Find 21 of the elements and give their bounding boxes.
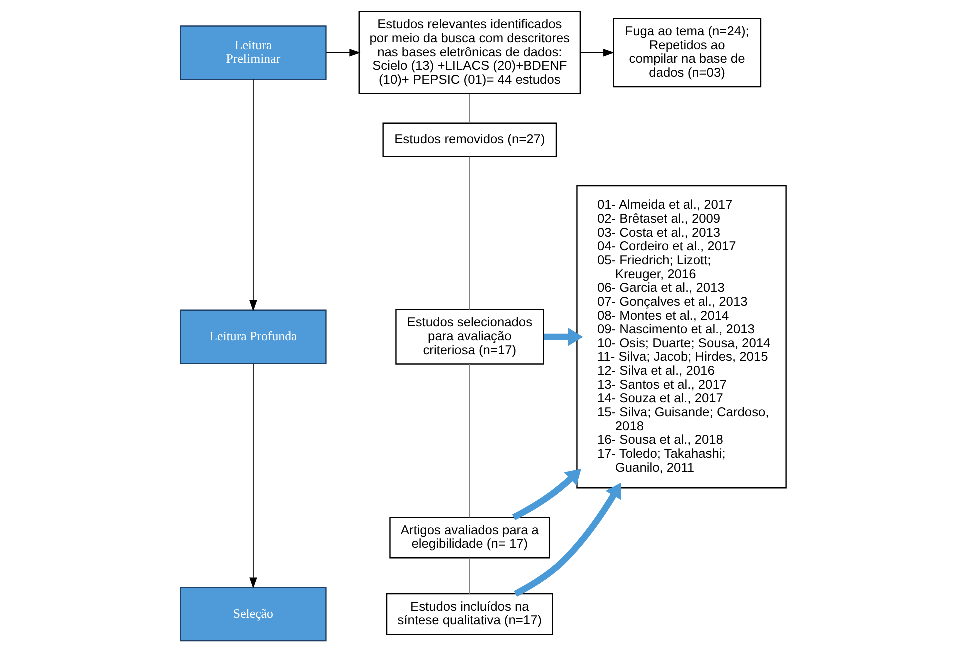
node-box: Leitura Preliminar — [180, 26, 326, 80]
node-box: Estudos relevantes identificados por meio da busca com descritores nas bases eletrônicas de dados: Scielo (13) +LILACS (20)+BDENF (10)+ PEPSIC (01)= 44 estudos — [358, 11, 581, 95]
connector — [468, 156, 470, 310]
arrow — [514, 482, 622, 597]
arrow — [512, 468, 581, 520]
arrow — [249, 363, 257, 589]
node-box: Fuga ao tema (n=24); Repetidos ao compilar na base de dados (n=03) — [612, 18, 762, 88]
node-box: Seleção — [180, 587, 326, 642]
arrow — [543, 328, 583, 346]
node-box: Leitura Profunda — [180, 310, 326, 364]
node-box: Estudos incluídos na síntese qualitativa (n=17) — [386, 593, 553, 636]
connector — [468, 94, 470, 124]
node-box: 01- Almeida et al., 2017 02- Brêtaset al., 2009 03- Costa et al., 2013 04- Cordeiro et al., 2017 05- Friedrich; Lizott; Kreuger, 2016 06- Garcia et al., 2013 07- Gonçalves et al., 2013 08- Montes et al., 2014 09- Nascimento et al., 2013 10- Osis; Duarte; Sousa, 2014 11- Silva; Jacob; Hirdes, 2015 12- Silva et al., 2016 13- Santos et al., 2017 14- Souza et al., 2017 15- Silva; Guisande; Cardoso, 2018 16- Sousa et al., 2018 17- Toledo; Takahashi; Guanilo, 2011 — [576, 185, 786, 489]
node-box: Estudos removidos (n=27) — [382, 122, 557, 158]
connector — [468, 558, 470, 594]
node-box: Artigos avaliados para a elegibilidade (n= 17) — [389, 517, 550, 559]
arrow — [326, 49, 360, 57]
arrow — [580, 49, 614, 57]
arrow — [249, 79, 257, 312]
node-box: Estudos selecionados para avaliação criteriosa (n=17) — [395, 309, 544, 365]
connector — [468, 364, 470, 518]
